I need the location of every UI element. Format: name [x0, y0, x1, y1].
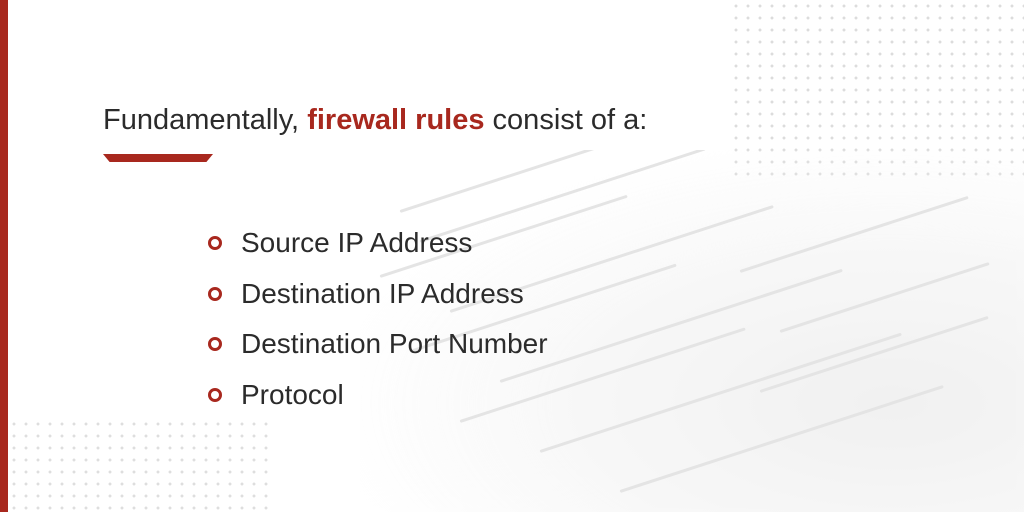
left-accent-bar: [0, 0, 8, 512]
dot-pattern-bottom-left: [8, 418, 270, 512]
bullet-item-protocol: Protocol: [208, 370, 548, 421]
circle-bullet-icon: [208, 286, 222, 301]
heading-underline: [103, 154, 213, 162]
bullet-label: Protocol: [241, 378, 344, 410]
bullet-label: Destination IP Address: [241, 277, 524, 309]
bullet-list: Source IP Address Destination IP Address…: [208, 218, 548, 420]
page-heading: Fundamentally, firewall rules consist of…: [103, 104, 647, 137]
bullet-item-destination-ip: Destination IP Address: [208, 269, 548, 320]
bullet-label: Source IP Address: [241, 227, 473, 259]
circle-bullet-icon: [208, 337, 222, 352]
bullet-item-source-ip: Source IP Address: [208, 218, 548, 269]
heading-emphasis: firewall rules: [307, 104, 485, 136]
bullet-label: Destination Port Number: [241, 328, 548, 360]
heading-prefix: Fundamentally,: [103, 104, 308, 136]
code-background-image: [360, 150, 1024, 512]
heading-suffix: consist of a:: [484, 104, 648, 136]
circle-bullet-icon: [208, 236, 222, 251]
bullet-item-destination-port: Destination Port Number: [208, 319, 548, 370]
circle-bullet-icon: [208, 387, 222, 402]
